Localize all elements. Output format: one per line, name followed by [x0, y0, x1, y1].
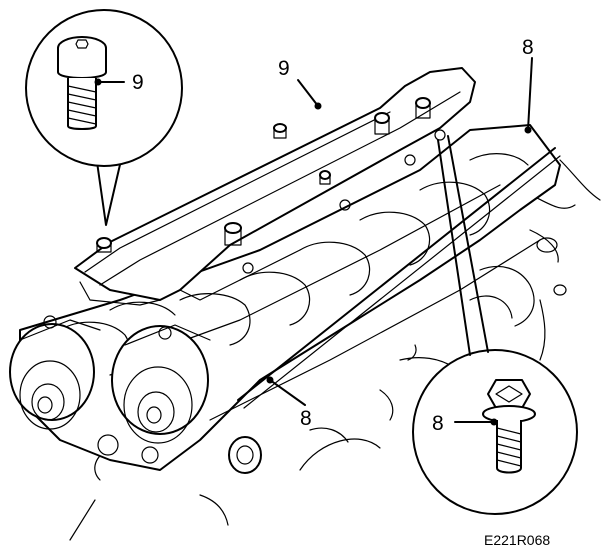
cover-bolt [374, 112, 390, 135]
leader-lines [266, 57, 533, 406]
callout-cover-9: 9 [278, 57, 290, 80]
lower-bosses [97, 434, 262, 474]
cover-bolt [319, 170, 331, 185]
camshaft-hub-left [9, 315, 101, 430]
figure-code: E221R068 [484, 532, 550, 548]
camshaft-hub-right [111, 324, 211, 444]
valve-cover [74, 67, 476, 306]
cover-bolt [224, 222, 242, 246]
callout-gasket-8-top: 8 [522, 36, 534, 59]
cover-bolt [96, 237, 112, 253]
callout-bolt-9: 9 [132, 71, 144, 94]
cover-bolt [415, 97, 431, 119]
cover-bolt [273, 123, 287, 139]
callout-gasket-8-bottom: 8 [300, 407, 312, 430]
socket-head-bolt-icon [57, 36, 107, 130]
detail-magnifier-bolt-9 [25, 9, 183, 226]
detail-magnifier-bolt-8 [412, 135, 578, 515]
callout-bolt-8: 8 [432, 412, 444, 435]
flange-bolt-icon [482, 379, 536, 474]
